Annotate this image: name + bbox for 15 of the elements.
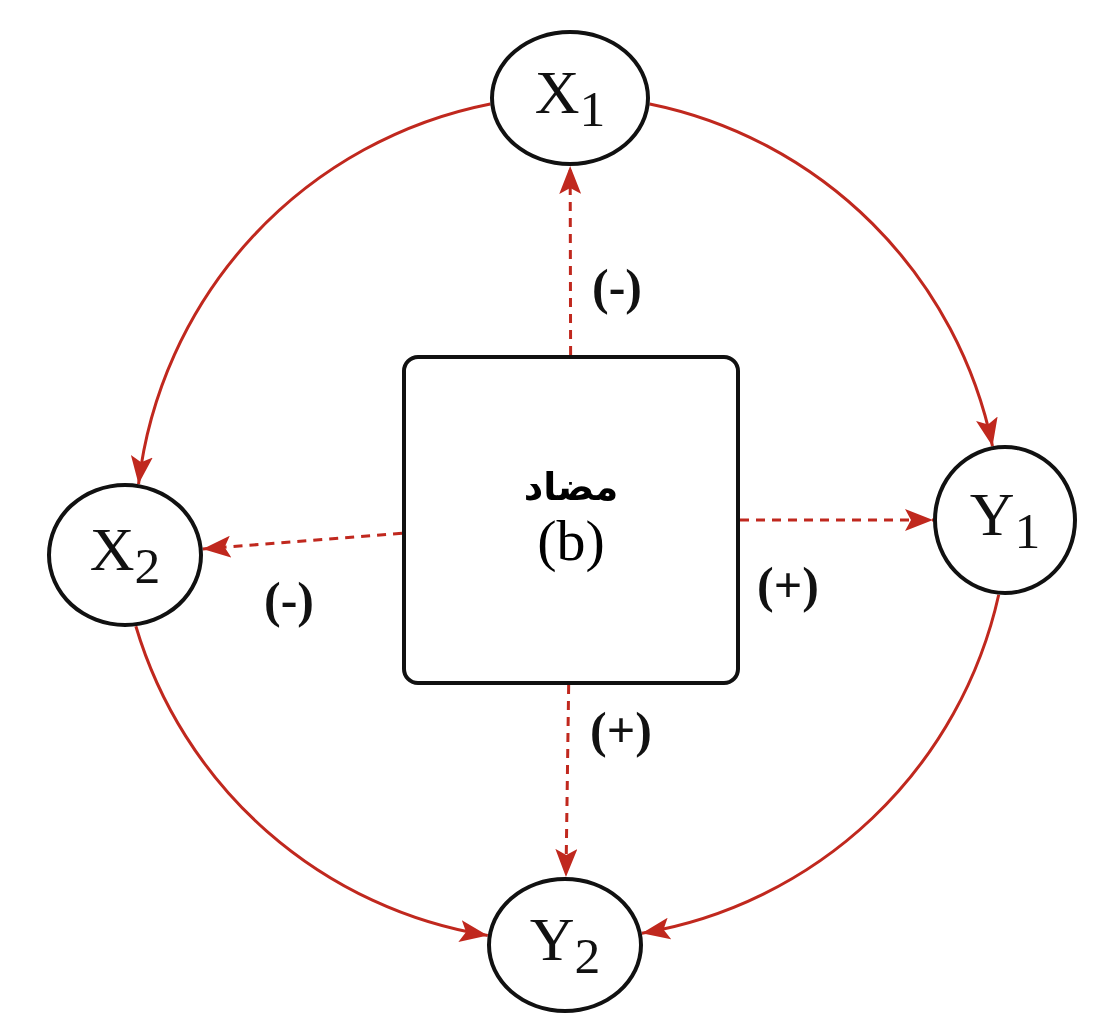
arrow	[132, 102, 491, 485]
arrow	[649, 102, 996, 447]
arrow	[559, 166, 582, 355]
variable-label: X$_{1}$	[534, 57, 606, 139]
arrow	[641, 594, 1001, 938]
variable-label: X$_{2}$	[89, 514, 161, 596]
arrow	[202, 531, 403, 558]
variable-label: Y$_{1}$	[969, 479, 1041, 561]
arrow	[740, 509, 933, 531]
box-title: مضاد	[523, 467, 619, 509]
arrow	[555, 684, 578, 878]
variable-label: Y$_{2}$	[529, 904, 601, 986]
arrow	[134, 625, 489, 941]
box-subtitle: (b)	[537, 509, 605, 573]
process-box	[402, 355, 740, 685]
